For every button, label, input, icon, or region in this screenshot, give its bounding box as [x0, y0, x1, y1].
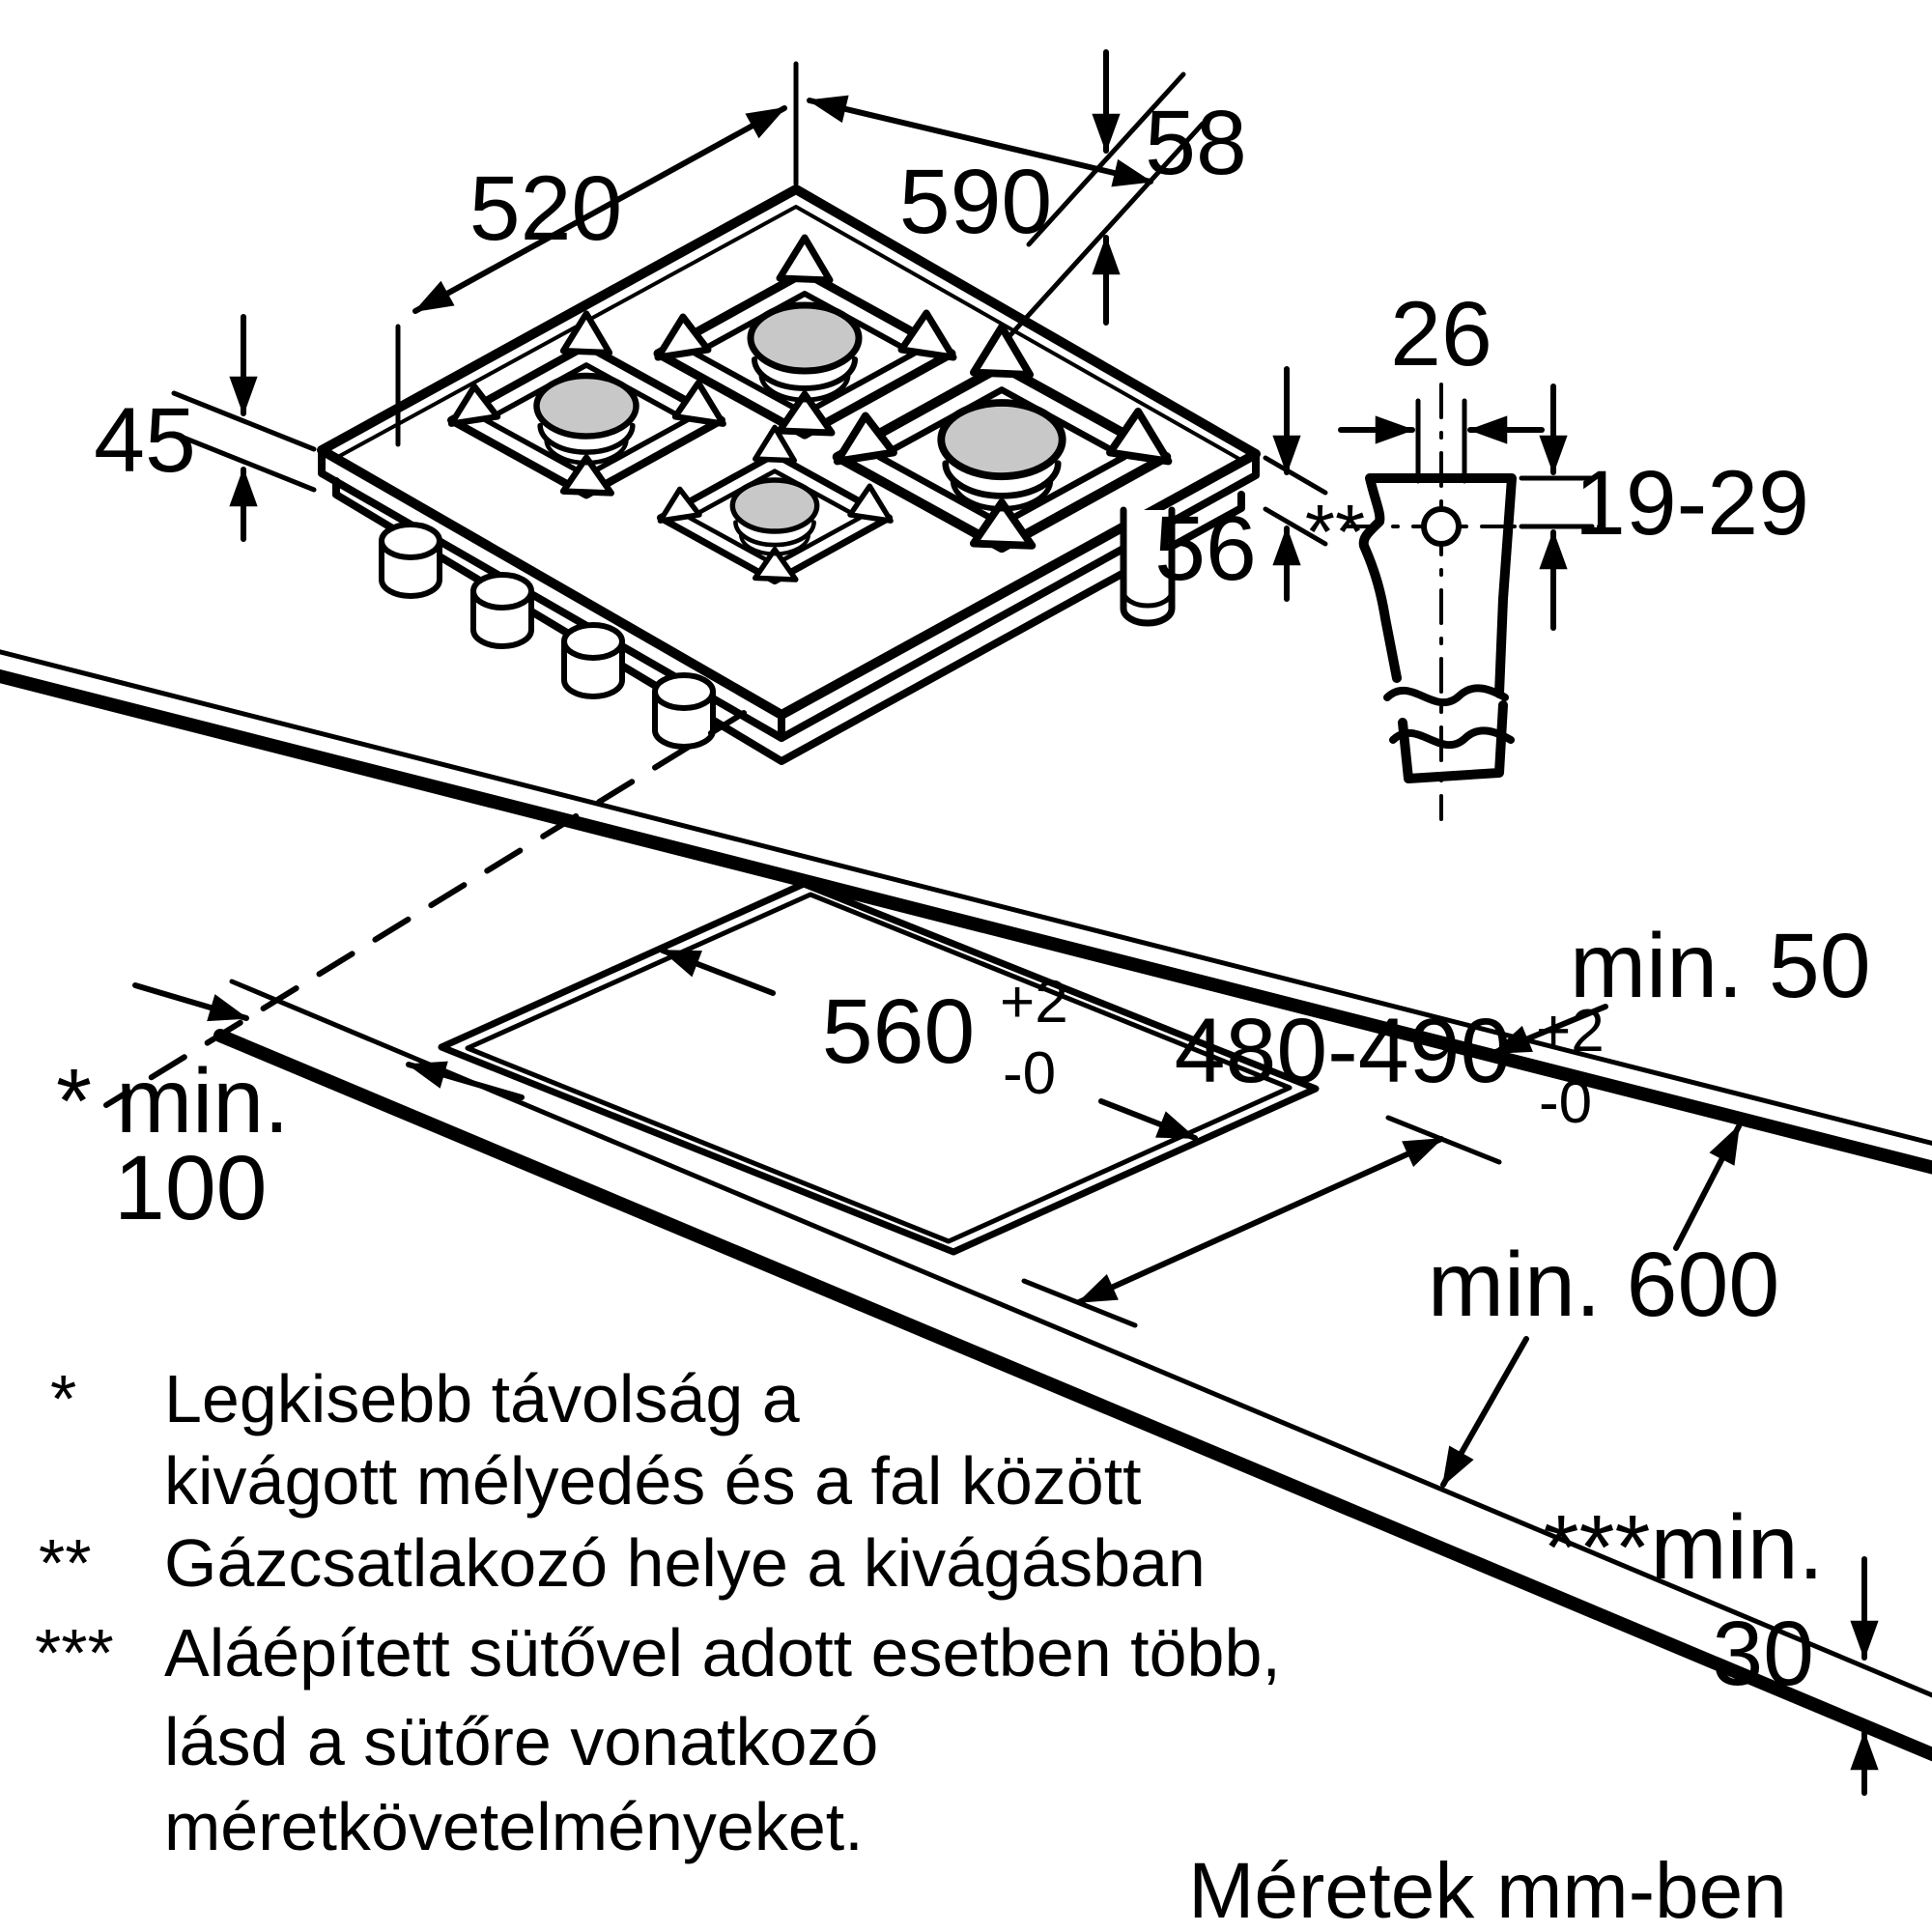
dim-26-gas-offset: 26 — [1338, 283, 1545, 484]
note3-marker: *** — [35, 1615, 114, 1690]
dim-560-tol-plus: +2 — [1000, 969, 1068, 1036]
bracket-break-wave-1 — [1383, 684, 1509, 707]
bracket-outline — [1358, 473, 1517, 698]
hob-glass-rim — [334, 205, 1246, 464]
min50-label: min. 50 — [1570, 915, 1871, 1017]
note3-line1: Aláépített sütővel adott esetben több, — [164, 1615, 1281, 1690]
dim-480-490-tol-minus: -0 — [1539, 1069, 1592, 1136]
min100-label: min. — [116, 1050, 289, 1152]
gas-marker-stars: ** — [1305, 489, 1365, 575]
dim-590-label: 590 — [899, 151, 1053, 253]
worktop-back-edge — [0, 668, 1932, 1175]
cutout-outer — [438, 880, 1320, 1256]
dim-min100-side-clearance: * min. 100 — [56, 982, 525, 1239]
min100-value: 100 — [114, 1137, 268, 1239]
control-knob — [382, 525, 440, 596]
hob-isometric-view — [317, 185, 1261, 765]
dim-520-label: 520 — [469, 157, 623, 260]
dim-45-height: 45 — [94, 314, 317, 542]
dim-590-width: 590 — [807, 95, 1153, 253]
note1-line2: kivágott mélyedés és a fal között — [164, 1443, 1142, 1519]
bracket-break-wave-2 — [1389, 726, 1515, 750]
dim-480-490-cutout-depth: 480-490 +2 -0 — [1021, 998, 1605, 1328]
worktop-front-edge — [213, 1029, 1932, 1762]
dim-480-490-label: 480-490 — [1175, 1000, 1512, 1102]
note3-line2: lásd a sütőre vonatkozó — [164, 1704, 878, 1779]
hob-leg-ring — [1121, 588, 1175, 609]
note2-marker: ** — [39, 1525, 91, 1601]
gas-connection-hole — [1421, 506, 1462, 547]
worktop-back-edge-thin — [0, 649, 1932, 1147]
note1-line1: Legkisebb távolság a — [164, 1361, 800, 1436]
dim-min50-back-clearance: min. 50 — [1491, 915, 1871, 1056]
dim-58-height: 58 — [1007, 49, 1247, 339]
dim-19-29-label: 19-29 — [1575, 452, 1809, 554]
control-knob — [564, 625, 622, 696]
dim-56-height: 56 — [1154, 366, 1328, 602]
dim-26-label: 26 — [1390, 283, 1492, 385]
footnotes: * Legkisebb távolság a kivágott mélyedés… — [35, 1361, 1281, 1864]
hob-leg — [1120, 506, 1176, 627]
note3-line3: méretkövetelményeket. — [164, 1789, 864, 1864]
dim-19-29-gas-height: 19-29 — [1519, 384, 1809, 631]
dim-560-label: 560 — [822, 980, 976, 1083]
dim-min30-worktop-thickness: ***min. 30 — [1544, 1496, 1879, 1796]
cutout-inner — [465, 892, 1293, 1244]
control-knob — [655, 675, 713, 747]
dim-560-tol-minus: -0 — [1003, 1040, 1056, 1107]
control-knob — [473, 575, 531, 646]
dim-45-label: 45 — [94, 389, 196, 492]
hob-body — [332, 477, 1245, 765]
min30-value: 30 — [1712, 1603, 1814, 1705]
dim-min600-worktop-depth: min. 600 — [1428, 1123, 1779, 1488]
min600-label: min. 600 — [1428, 1234, 1779, 1336]
gas-bracket-detail: 26 ** 19-29 — [1305, 283, 1809, 821]
min30-label: ***min. — [1544, 1496, 1824, 1599]
wall-line-dashed — [103, 710, 747, 1108]
note1-marker: * — [50, 1361, 76, 1436]
units-note: Méretek mm-ben — [1188, 1847, 1787, 1932]
dim-56-label: 56 — [1154, 497, 1257, 600]
dim-560-cutout-width: 560 +2 -0 — [660, 948, 1198, 1141]
worktop — [0, 649, 1932, 1762]
note2-line1: Gázcsatlakozó helye a kivágásban — [164, 1525, 1206, 1601]
bracket-lower-part — [1398, 700, 1508, 783]
min100-marker: * — [56, 1050, 92, 1152]
worktop-front-edge-thin — [229, 979, 1932, 1698]
dim-58-label: 58 — [1145, 92, 1247, 194]
dim-520-depth: 520 — [395, 61, 799, 447]
